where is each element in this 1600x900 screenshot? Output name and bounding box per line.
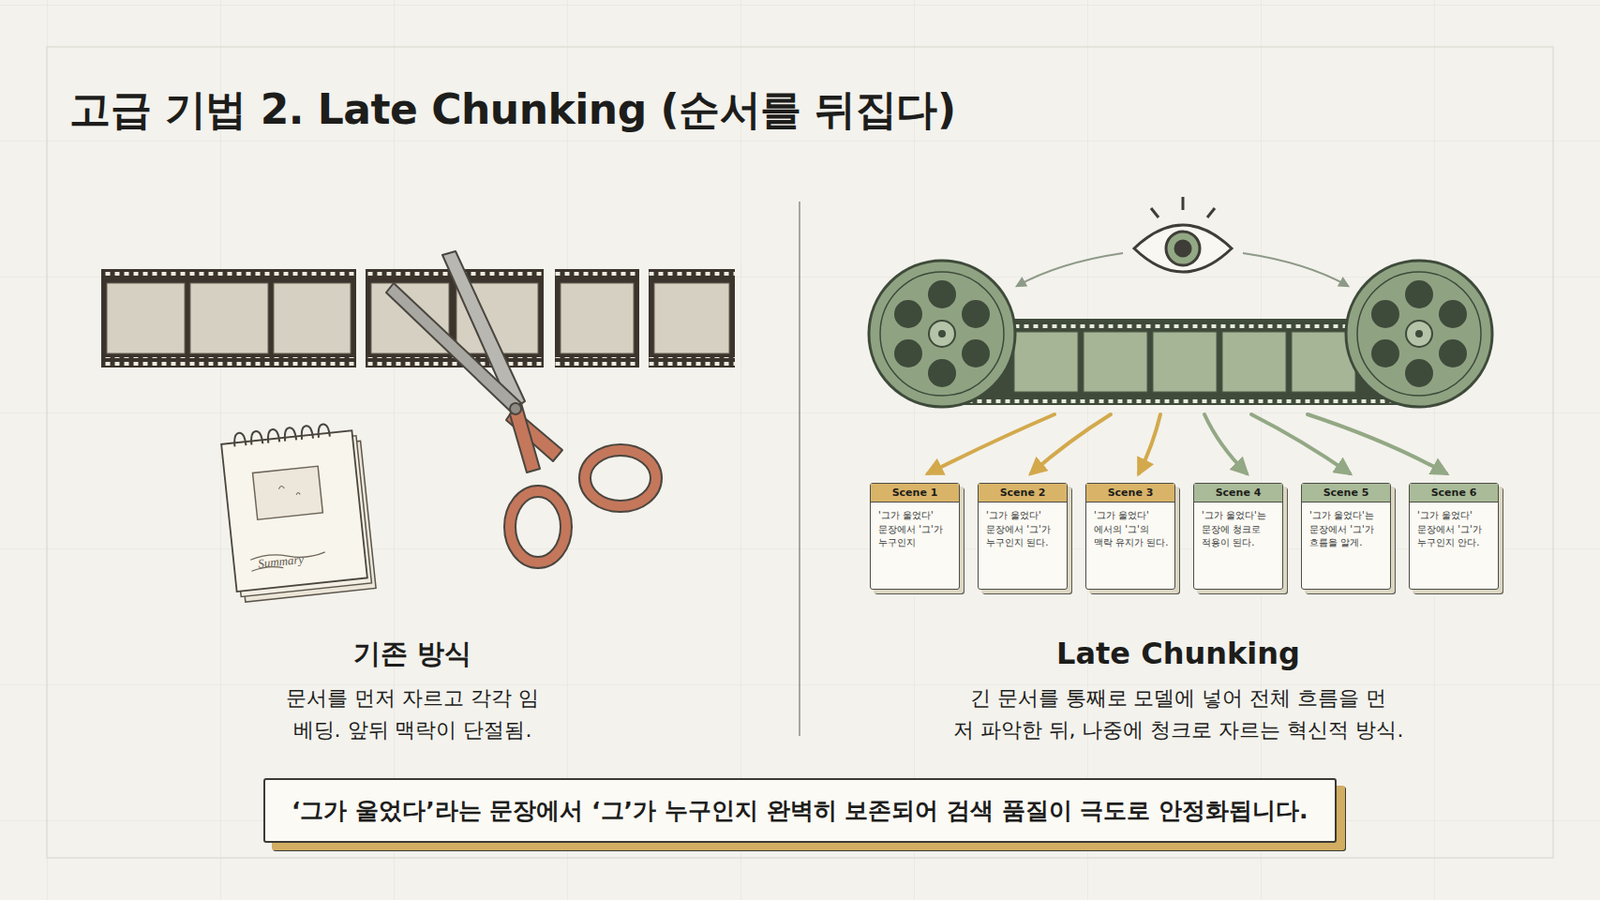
card-body: '그가 울었다' 문장에서 '그'가 누구인지 된다.	[978, 502, 1067, 559]
label-text: Late Chunking	[990, 635, 1366, 672]
label-text: 긴 문서를 통째로 모델에 넣어 전체 흐름을 먼저 파악한 뒤, 나중에 청크…	[878, 682, 1479, 747]
card-heading: Scene 2	[978, 483, 1067, 503]
scene-card: Scene 4'그가 울었다'는 문장에 청크로 적용이 된다.	[1193, 482, 1284, 590]
scene-card: Scene 3'그가 울었다' 에서의 '그'의 맥락 유지가 된다.	[1085, 482, 1176, 590]
title: 고급 기법 2. Late Chunking (순서를 뒤집다)	[69, 82, 957, 138]
scene-card: Scene 2'그가 울었다' 문장에서 '그'가 누구인지 된다.	[977, 482, 1068, 590]
scene-card: Scene 5'그가 울었다'는 문장에서 '그'가 흐름을 알게.	[1300, 482, 1391, 590]
label-text: 문서를 먼저 자르고 각각 임베딩. 앞뒤 맥락이 단절됨.	[243, 682, 582, 747]
card-heading: Scene 3	[1086, 483, 1175, 503]
card-body: '그가 울었다' 문장에서 '그'가 누구인지 안다.	[1409, 502, 1498, 559]
label-text: 기존 방식	[271, 635, 554, 673]
card-heading: Scene 4	[1194, 483, 1283, 503]
card-body: '그가 울었다'는 문장에서 '그'가 흐름을 알게.	[1301, 502, 1391, 559]
card-body: '그가 울었다' 문장에서 '그'가 누구인지	[870, 502, 959, 559]
card-heading: Scene 5	[1301, 483, 1391, 503]
card-body: '그가 울었다' 에서의 '그'의 맥락 유지가 된다.	[1086, 502, 1175, 559]
card-heading: Scene 6	[1409, 483, 1498, 503]
caption-box: ‘그가 울었다’라는 문장에서 ‘그’가 누구인지 완벽히 보존되어 검색 품질…	[263, 777, 1337, 843]
caption-text: ‘그가 울었다’라는 문장에서 ‘그’가 누구인지 완벽히 보존되어 검색 품질…	[265, 779, 1335, 841]
card-body: '그가 울었다'는 문장에 청크로 적용이 된다.	[1194, 502, 1283, 559]
card-heading: Scene 1	[870, 483, 959, 503]
scene-card: Scene 1'그가 울었다' 문장에서 '그'가 누구인지	[869, 482, 960, 590]
scene-card: Scene 6'그가 울었다' 문장에서 '그'가 누구인지 안다.	[1408, 482, 1499, 590]
